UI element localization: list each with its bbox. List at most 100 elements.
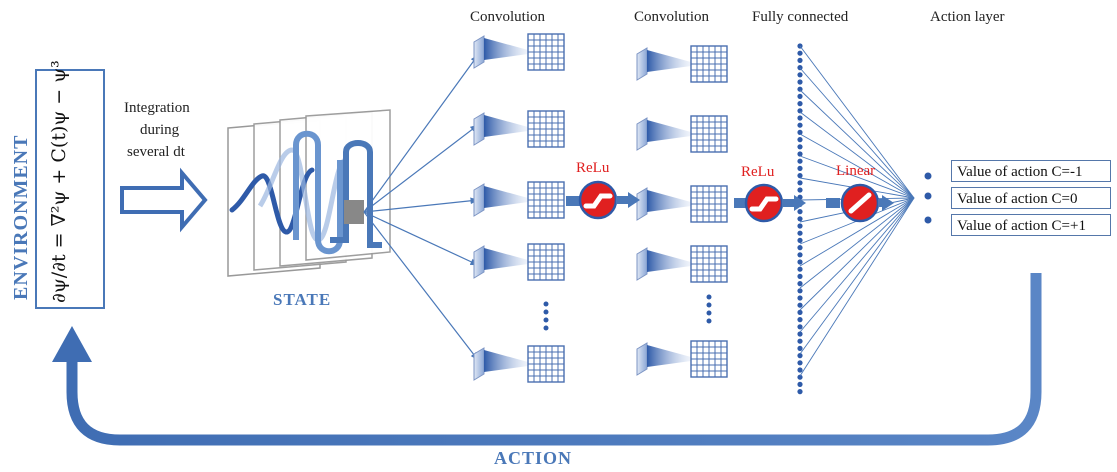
fc-node [797, 367, 803, 373]
fc-edge [799, 155, 915, 199]
fc-node [797, 209, 803, 215]
conv1-column [473, 33, 565, 383]
fc-node [797, 331, 803, 337]
action-value-minus1: Value of action C=-1 [951, 160, 1111, 182]
relu1-label: ReLu [576, 160, 610, 176]
fc-node [797, 259, 803, 265]
fc-node [797, 72, 803, 78]
fc-node [797, 317, 803, 323]
fc-node [797, 374, 803, 380]
conv-unit [473, 345, 565, 383]
conv-unit [636, 340, 728, 378]
fc-node [797, 50, 803, 56]
conv-unit [473, 243, 565, 281]
fc-node [797, 180, 803, 186]
fc-node [797, 281, 803, 287]
action-label: ACTION [494, 448, 573, 468]
fc-edge [799, 197, 915, 289]
state-fan-lines [363, 54, 479, 361]
fc-edge [799, 197, 915, 333]
linear-label: Linear [836, 163, 876, 179]
conv-unit [473, 110, 565, 148]
action-arrowhead [52, 326, 92, 362]
fc-edge [799, 89, 915, 199]
fc-node [797, 273, 803, 279]
conv2-ellipsis [706, 294, 712, 324]
relu2-block [734, 183, 806, 223]
fc-edge [799, 45, 915, 199]
fc-node [797, 129, 803, 135]
fc-node [797, 266, 803, 272]
integration-line3: several dt [127, 144, 185, 160]
fc-edge [799, 67, 915, 199]
fc-edge [799, 111, 915, 199]
fc-edge [799, 197, 915, 377]
conv-unit [473, 33, 565, 71]
fc-node [797, 252, 803, 258]
conv1-ellipsis [543, 301, 549, 331]
fc-node [797, 302, 803, 308]
fc-node [797, 79, 803, 85]
fc-node [797, 223, 803, 229]
environment-label: ENVIRONMENT [10, 134, 32, 300]
conv-unit [636, 185, 728, 223]
conv1-title: Convolution [470, 9, 546, 25]
fc-node [797, 144, 803, 150]
integration-arrow [120, 167, 208, 233]
fc-node [797, 389, 803, 395]
fc-edge [799, 197, 915, 267]
fc-node [797, 187, 803, 193]
fc-node [797, 101, 803, 107]
fc-node [797, 137, 803, 143]
action-value-plus1: Value of action C=+1 [951, 214, 1111, 236]
fc-node [797, 86, 803, 92]
fc-node [797, 309, 803, 315]
fc-edge [799, 133, 915, 199]
fc-edge [799, 197, 915, 311]
linear-block [826, 183, 894, 223]
action-value-0: Value of action C=0 [951, 187, 1111, 209]
fc-node [797, 173, 803, 179]
conv-unit [636, 245, 728, 283]
action-loop-arrow [66, 273, 1042, 446]
fc-node [797, 324, 803, 330]
state-frames [227, 109, 391, 277]
fc-node [797, 230, 803, 236]
relu1-block [566, 180, 640, 220]
fc-node [797, 338, 803, 344]
relu2-label: ReLu [741, 164, 775, 180]
conv2-title: Convolution [634, 9, 710, 25]
fully-connected-nodes [797, 43, 803, 395]
fc-node [797, 381, 803, 387]
integration-line2: during [140, 122, 180, 138]
fc-node [797, 57, 803, 64]
fc-to-action-lines [799, 45, 915, 377]
environment-box [35, 69, 105, 309]
fc-node [797, 237, 803, 243]
fc-edge [799, 197, 915, 355]
action-layer-title: Action layer [930, 9, 1005, 25]
fc-node [797, 165, 803, 171]
fc-node [797, 151, 803, 157]
conv-unit [636, 115, 728, 153]
conv-unit [473, 181, 565, 219]
environment-equation: ∂ψ/∂t = ∇²ψ + C(t)ψ − ψ³ [48, 60, 70, 303]
fc-node [797, 245, 803, 251]
fc-node [797, 295, 803, 301]
integration-line1: Integration [124, 100, 190, 116]
conv-unit [636, 45, 728, 83]
fc-node [797, 108, 803, 114]
fc-title: Fully connected [752, 9, 849, 25]
fc-node [797, 93, 803, 99]
conv2-column [636, 45, 728, 378]
fc-node [797, 345, 803, 351]
fc-node [797, 115, 803, 121]
fc-node [797, 288, 803, 294]
action-nodes [924, 172, 932, 224]
fc-node [797, 122, 803, 128]
fc-node [797, 216, 803, 222]
fc-node [797, 360, 803, 366]
fc-node [797, 158, 803, 164]
state-label: STATE [273, 290, 332, 309]
